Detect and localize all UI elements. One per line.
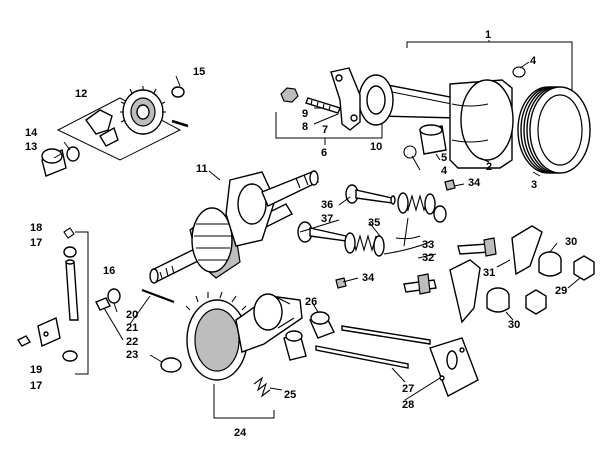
callout-27: 27 [402,383,414,395]
callout-9: 9 [302,108,308,120]
governor-arm-plate [37,317,61,347]
governor-shaft-washer-lower [62,350,78,362]
tappets-pushrods [283,311,431,369]
tappet-upper [309,311,335,339]
callout-8: 8 [302,121,308,133]
valve-spring-upper [397,192,436,215]
crankshaft [149,170,319,284]
governor-shaft-group [16,227,89,375]
callout-13: 13 [25,141,37,153]
rocker-stud-upper [457,237,497,257]
pivot-ball-upper [538,251,562,277]
governor-weights [85,109,119,147]
adjusting-nut-upper [573,255,595,281]
callout-36: 36 [321,199,333,211]
piston-rings [517,86,591,174]
circlip-lower [403,145,417,159]
callout-2: 2 [486,161,492,173]
callout-6: 6 [321,147,327,159]
governor-sleeve [41,148,67,177]
valve-keeper-upper [444,179,456,191]
tappet-lower [283,330,307,361]
governor-pin [171,119,189,128]
callout-15: 15 [193,66,205,78]
adjusting-nut-lower [525,289,547,315]
callout-34b: 34 [362,272,375,284]
callout-labels: 1 2 3 4 4 5 6 7 8 9 10 11 12 13 14 15 16… [25,29,577,439]
connecting-rod [358,74,459,126]
governor-washer [171,86,185,98]
valve-train-group [297,179,456,289]
callout-10: 10 [370,141,382,153]
callout-14: 14 [25,127,38,139]
piston [449,79,514,169]
callout-5: 5 [441,152,447,164]
governor-shaft-clip [63,227,75,239]
callout-34a: 34 [468,177,481,189]
crankshaft-seal [160,357,182,373]
callout-11: 11 [196,163,208,175]
callout-12: 12 [75,88,87,100]
governor-shaft [65,259,79,321]
intake-valve [345,184,396,205]
callout-17a: 17 [30,237,42,249]
governor-sleeve-washer [66,146,80,162]
callout-29: 29 [555,285,567,297]
governor-arm-screw [16,335,32,347]
callout-32: 32 [422,252,434,264]
exhaust-valve [297,221,347,243]
rod-cap [330,67,361,131]
breather-plate [429,337,479,397]
circlip-upper [512,66,526,78]
callout-28: 28 [402,399,414,411]
mounting-screw [95,297,111,311]
governor-gear [120,86,166,135]
camshaft [185,291,303,381]
callout-7: 7 [322,124,328,136]
piston-assembly-group [275,40,591,174]
piston-pin [419,124,447,155]
callout-33: 33 [422,239,434,251]
callout-35: 35 [368,217,380,229]
pushrod-upper [341,325,431,345]
governor-shaft-washer-upper [63,246,77,258]
callout-19: 19 [30,364,42,376]
callout-37: 37 [321,213,333,225]
callout-4a: 4 [530,55,537,67]
callout-31: 31 [483,267,495,279]
callout-24: 24 [234,427,247,439]
rod-bolt [305,97,341,114]
callout-3: 3 [531,179,537,191]
valve-keeper-lower [335,277,347,289]
pushrod-lower [315,345,409,369]
callout-20: 20 [126,309,138,321]
crankshaft-washer [107,288,121,304]
callout-30b: 30 [508,319,520,331]
cam-spring [253,376,271,398]
callout-23: 23 [126,349,138,361]
crankshaft-key [141,288,175,304]
callout-16: 16 [103,265,115,277]
pivot-ball-lower [486,287,510,313]
spring-retainer [433,205,447,223]
callout-18: 18 [30,222,42,234]
leader-lines [53,61,581,401]
callout-30a: 30 [565,236,577,248]
rocker-group [403,225,595,324]
rocker-arm-lower [449,259,481,324]
callout-1: 1 [485,29,491,41]
rocker-arm-upper [511,225,543,276]
valve-spring-lower [344,232,385,257]
callout-26: 26 [305,296,317,308]
callout-25: 25 [284,389,296,401]
governor-group [41,86,189,177]
callout-4b: 4 [441,165,448,177]
rocker-stud-lower [403,273,437,295]
rod-nut [280,87,299,103]
callout-22: 22 [126,336,138,348]
callout-17b: 17 [30,380,42,392]
callout-21: 21 [126,322,138,334]
